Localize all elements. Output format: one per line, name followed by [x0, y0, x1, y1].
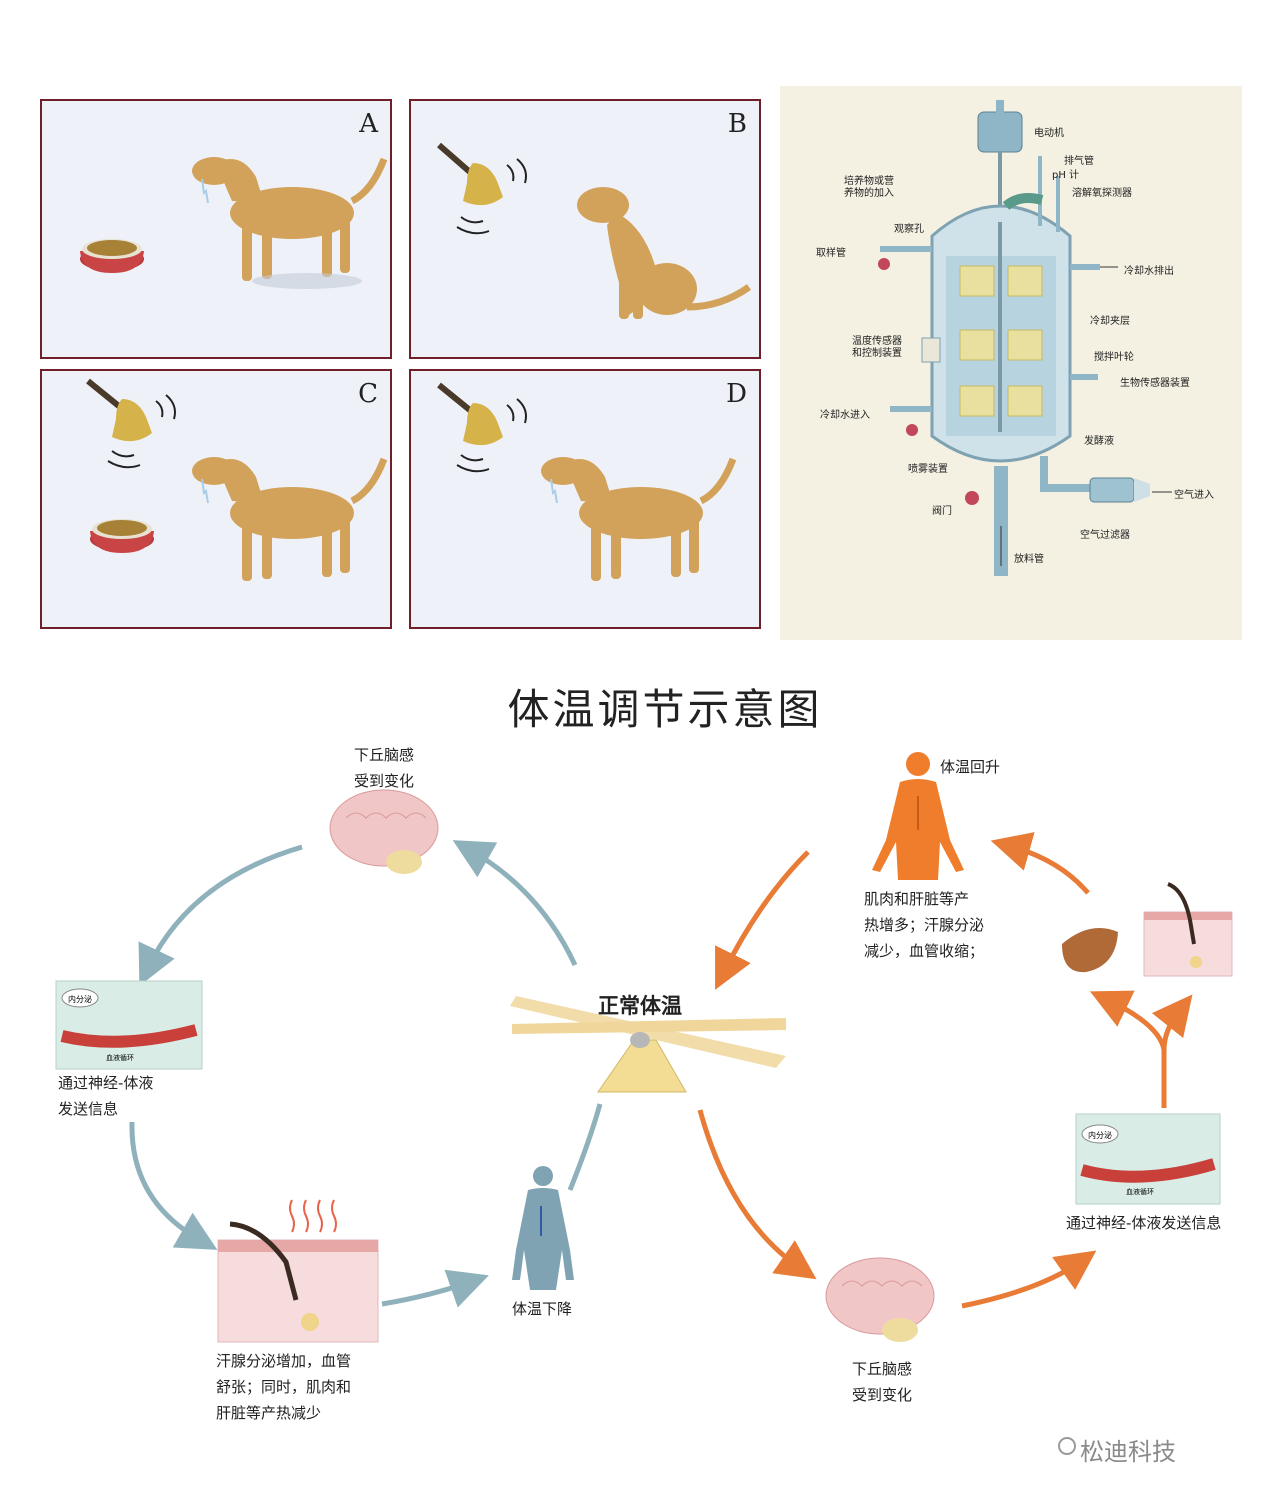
arrow-skin-to-body — [381, 1269, 489, 1308]
body-cool-icon — [512, 1166, 574, 1290]
label-cooling-in: 冷却水进入 — [820, 410, 870, 421]
center-label: 正常体温 — [598, 994, 682, 1018]
panel-letter: C — [358, 379, 378, 409]
panel-d-illustration — [437, 382, 737, 581]
label-air-filter: 空气过滤器 — [1080, 530, 1130, 541]
diagram-title: 体温调节示意图 — [507, 685, 823, 734]
panel-a-illustration — [80, 157, 388, 289]
right-signal-label: 通过神经-体液发送信息 — [1066, 1214, 1222, 1232]
seesaw-icon — [510, 996, 786, 1093]
dog-standing — [541, 457, 737, 581]
skin-section-icon — [217, 1199, 379, 1343]
label-valve: 阀门 — [932, 506, 952, 517]
watermark: 松迪科技 — [1080, 1438, 1176, 1466]
label-window: 观察孔 — [894, 224, 924, 235]
panel-letter: B — [727, 109, 747, 139]
fermenter-diagram: 电动机 排气管 pH 计 溶解氧探测器 培养物或营 养物的加入 观察孔 取样管 … — [780, 86, 1242, 640]
arrow-brain-to-signal — [138, 844, 303, 987]
bell-icon — [437, 142, 503, 206]
arrow-signal-to-skin — [129, 1121, 218, 1250]
label-broth: 发酵液 — [1084, 436, 1114, 447]
label-biosensor: 生物传感器装置 — [1120, 378, 1190, 389]
arrow-signal-up — [1151, 994, 1193, 1108]
dog-sitting — [577, 187, 752, 319]
label-sparger: 喷雾装置 — [908, 464, 948, 475]
neuro-endocrine-inset: 内分泌 血液循环 — [1075, 1113, 1221, 1205]
panel-c: C — [40, 369, 392, 629]
bell-icon — [437, 382, 503, 446]
label-temp: 温度传感器 和控制装置 — [852, 336, 902, 359]
arrow-body-to-center — [567, 1103, 603, 1191]
inset-endocrine-label: 内分泌 — [68, 994, 92, 1004]
label-cooling-out: 冷却水排出 — [1124, 266, 1174, 277]
label-sampling: 取样管 — [816, 248, 846, 259]
right-brain-label: 下丘脑感 受到变化 — [852, 1360, 913, 1404]
arrow-center-to-brain-right — [697, 1109, 817, 1280]
label-jacket: 冷却夹层 — [1090, 316, 1130, 327]
left-effect-label: 汗腺分泌增加，血管 舒张；同时，肌肉和 肝脏等产热减少 — [216, 1352, 352, 1422]
left-signal-label: 通过神经-体液 发送信息 — [58, 1074, 154, 1118]
brain-icon — [825, 1257, 935, 1342]
left-brain-label: 下丘脑感 受到变化 — [354, 746, 415, 790]
arrow-organs-to-body — [990, 832, 1090, 895]
dog-standing — [192, 157, 388, 281]
fermenter-illustration — [878, 100, 1172, 576]
dog-standing — [192, 457, 388, 581]
panel-b-illustration — [437, 142, 752, 319]
inset-endocrine-label: 内分泌 — [1088, 1130, 1112, 1140]
arrow-brain-to-signal-right — [961, 1250, 1097, 1309]
liver-icon — [1062, 928, 1118, 973]
arrow-signal-up-left — [1089, 990, 1167, 1051]
neuro-endocrine-inset: 内分泌 血液循环 — [55, 980, 203, 1070]
arrow-body-to-center-right — [715, 850, 810, 990]
right-effect-label: 肌肉和肝脏等产 热增多；汗腺分泌 减少，血管收缩； — [864, 890, 985, 960]
inset-blood-label: 血液循环 — [106, 1053, 134, 1062]
panel-letter: A — [359, 109, 378, 139]
food-bowl — [90, 519, 154, 553]
panel-d: D — [409, 369, 761, 629]
skin-section-icon — [1143, 882, 1233, 977]
temp-up-label: 体温回升 — [940, 758, 1001, 776]
chat-icon — [1058, 1437, 1076, 1455]
bell-icon — [86, 378, 152, 442]
label-exhaust: 排气管 — [1064, 156, 1094, 167]
panel-a: A — [40, 99, 392, 359]
panel-letter: D — [726, 379, 747, 409]
label-discharge: 放料管 — [1014, 554, 1044, 565]
label-impeller: 搅拌叶轮 — [1094, 352, 1134, 363]
brain-icon — [329, 789, 439, 874]
food-bowl — [80, 239, 144, 273]
panel-b: B — [409, 99, 761, 359]
label-ph: pH 计 — [1052, 170, 1080, 181]
panel-c-illustration — [86, 378, 388, 581]
inset-blood-label: 血液循环 — [1126, 1187, 1154, 1196]
label-air-in: 空气进入 — [1174, 490, 1214, 501]
label-do-probe: 溶解氧探测器 — [1072, 188, 1132, 199]
label-motor: 电动机 — [1034, 128, 1064, 139]
label-feed: 培养物或营 养物的加入 — [844, 176, 894, 199]
arrow-center-to-brain — [452, 840, 578, 967]
temp-down-label: 体温下降 — [512, 1300, 573, 1318]
